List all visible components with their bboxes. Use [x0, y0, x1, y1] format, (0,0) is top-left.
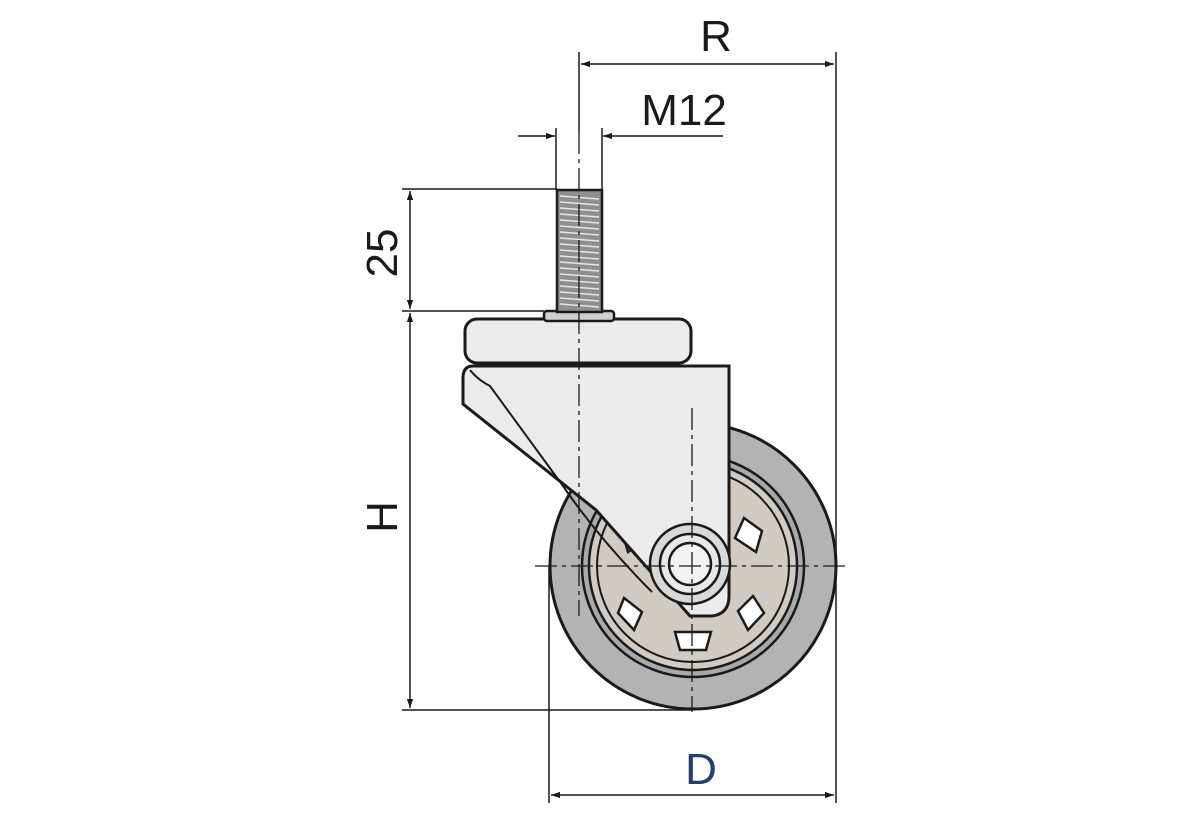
- dimension-lines: [402, 52, 837, 803]
- spoke-window: [673, 630, 713, 652]
- center-lines: [535, 132, 850, 712]
- thread-line: [559, 225, 600, 230]
- dimension-labels: R M12 25 H D: [358, 12, 732, 794]
- spoke-window: [736, 594, 766, 633]
- label-r: R: [700, 12, 732, 61]
- caster-bracket: [461, 317, 732, 618]
- spoke-window: [733, 516, 764, 554]
- thread-line: [559, 261, 600, 266]
- thread-line: [559, 273, 600, 278]
- thread-line: [559, 237, 600, 242]
- top-plate: [463, 317, 693, 365]
- label-m12: M12: [641, 86, 727, 135]
- thread-line: [559, 297, 600, 302]
- label-stud-length: 25: [358, 229, 407, 278]
- label-h: H: [358, 501, 407, 533]
- thread-line: [559, 201, 600, 206]
- spoke-window: [616, 595, 644, 633]
- label-d: D: [685, 745, 717, 794]
- fork-fold-line: [469, 369, 653, 593]
- axle-bolt: [667, 541, 713, 587]
